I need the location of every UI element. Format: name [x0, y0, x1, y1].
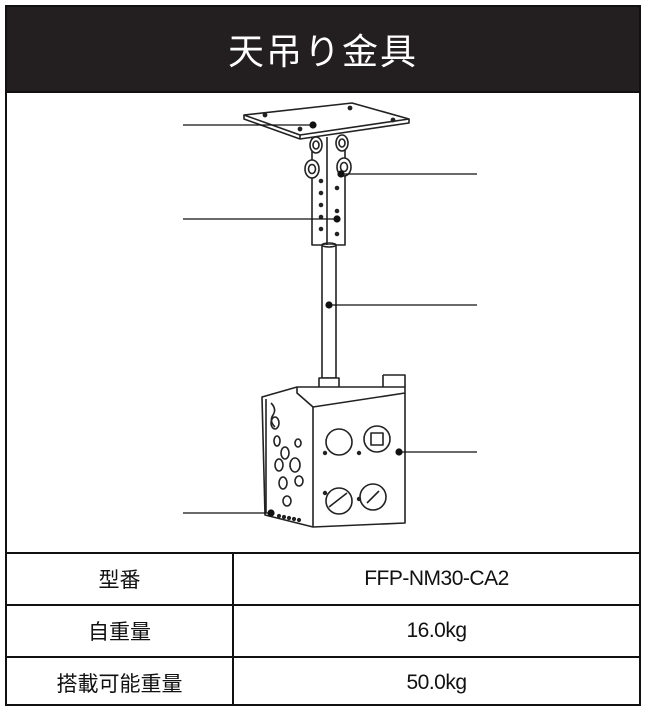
- spec-label: 搭載可能重量: [7, 656, 234, 704]
- adjustment-knobs: [304, 134, 352, 179]
- ceiling-mount-drawing: [183, 102, 477, 528]
- spec-row-weight: 自重量 16.0kg: [7, 604, 639, 657]
- spec-row-model: 型番 FFP-NM30-CA2: [7, 552, 639, 605]
- junction-box: [261, 374, 406, 528]
- ceiling-plate: [243, 102, 410, 140]
- spec-table: 型番 FFP-NM30-CA2 自重量 16.0kg 搭載可能重量 50.0kg: [7, 552, 639, 704]
- spec-value: 50.0kg: [233, 656, 639, 704]
- callout-dots: [267, 121, 403, 517]
- spec-label: 型番: [7, 552, 234, 605]
- page-title: 天吊り金具: [227, 32, 418, 73]
- title-bar: 天吊り金具: [7, 7, 639, 91]
- mount-illustration: [7, 91, 639, 554]
- spec-label: 自重量: [7, 604, 234, 657]
- callout-leaders: [183, 124, 477, 514]
- extension-pole: [316, 242, 342, 400]
- product-sheet: 天吊り金具: [5, 5, 641, 706]
- spec-value: FFP-NM30-CA2: [233, 552, 639, 605]
- spec-row-load-capacity: 搭載可能重量 50.0kg: [7, 656, 639, 704]
- spec-value: 16.0kg: [233, 604, 639, 657]
